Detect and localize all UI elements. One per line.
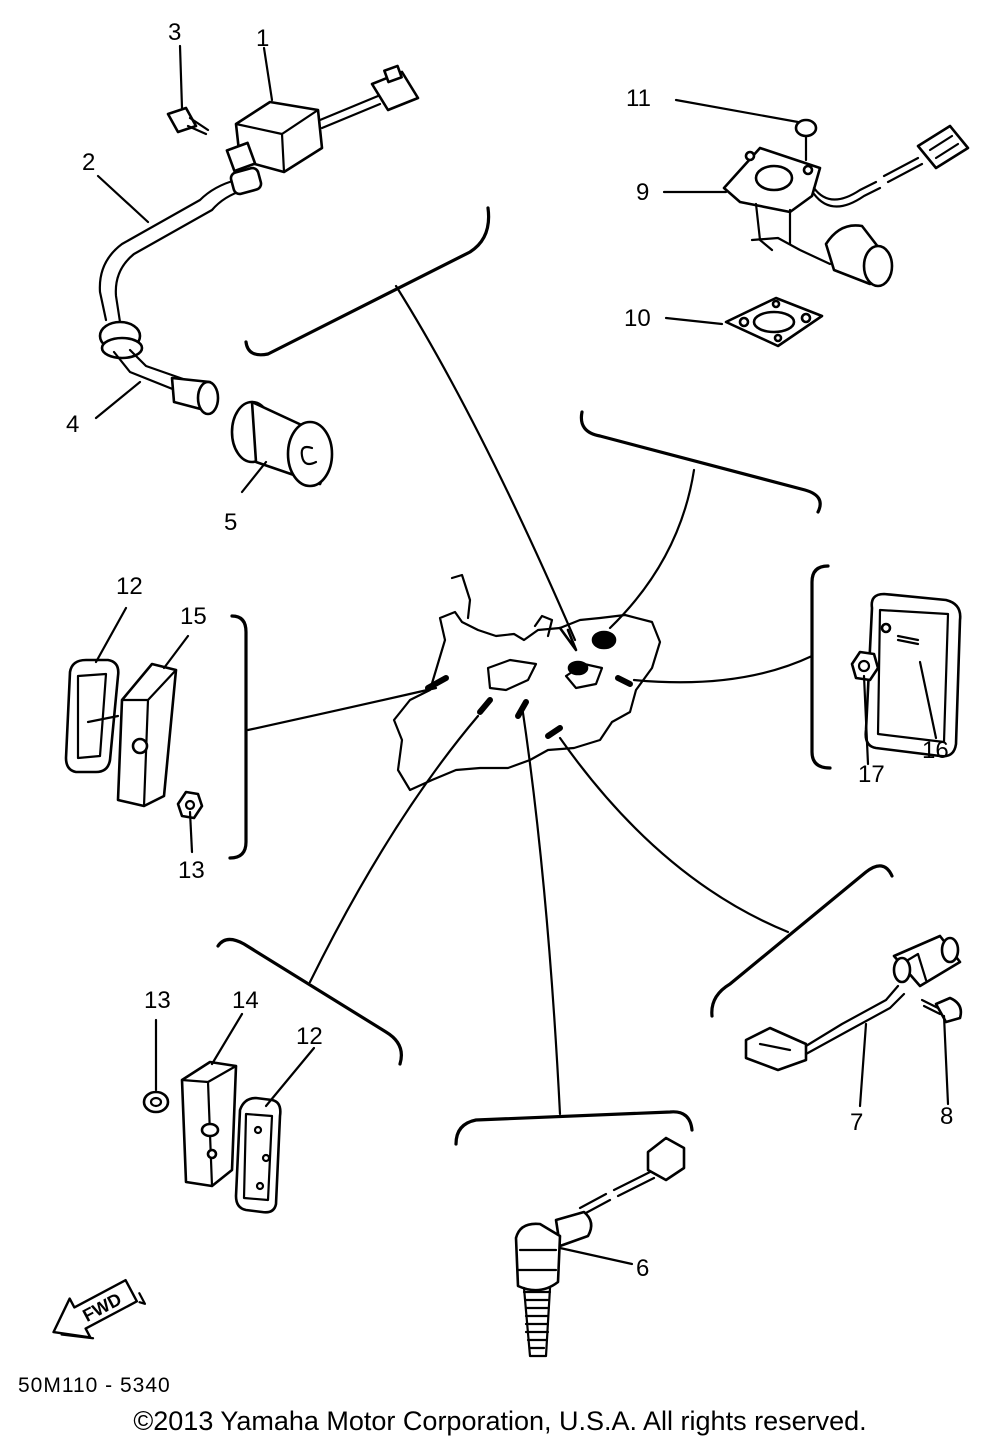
callout-11: 11 [626,85,651,112]
callout-6: 6 [636,1255,649,1282]
callout-12-lower: 12 [296,1023,323,1050]
callout-leaders [94,44,950,1266]
callout-8: 8 [940,1103,953,1130]
callout-13-lower: 13 [144,987,171,1014]
part-sensor-assembly [98,64,420,488]
copyright-footer: ©2013 Yamaha Motor Corporation, U.S.A. A… [133,1406,867,1436]
callout-7: 7 [850,1109,863,1136]
part-reflector-lower [142,1060,282,1214]
fwd-arrow: FWD [52,1278,147,1340]
part-reflector-left [64,658,204,820]
callout-13-left: 13 [178,857,205,884]
callout-16: 16 [922,737,949,764]
callout-4: 4 [66,411,79,438]
callout-15: 15 [180,603,207,630]
callout-17: 17 [858,761,885,788]
diagram-code: 50M110 - 5340 [18,1374,171,1397]
part-neutral-switch [744,934,963,1072]
part-temperature-sensor [514,1136,686,1358]
group-brackets [216,206,894,1146]
callout-numbers: 1 2 3 4 5 6 7 8 9 10 11 12 12 13 13 14 1… [66,19,953,1282]
callout-10: 10 [624,305,651,332]
callout-2: 2 [82,149,95,176]
callout-1: 1 [256,25,269,52]
vehicle-outline [392,573,662,792]
part-reflector-right [850,592,962,758]
callout-12-left: 12 [116,573,143,600]
callout-14: 14 [232,987,259,1014]
callout-5: 5 [224,509,237,536]
callout-9: 9 [636,179,649,206]
part-level-gauge [722,118,970,348]
callout-3: 3 [168,19,181,46]
